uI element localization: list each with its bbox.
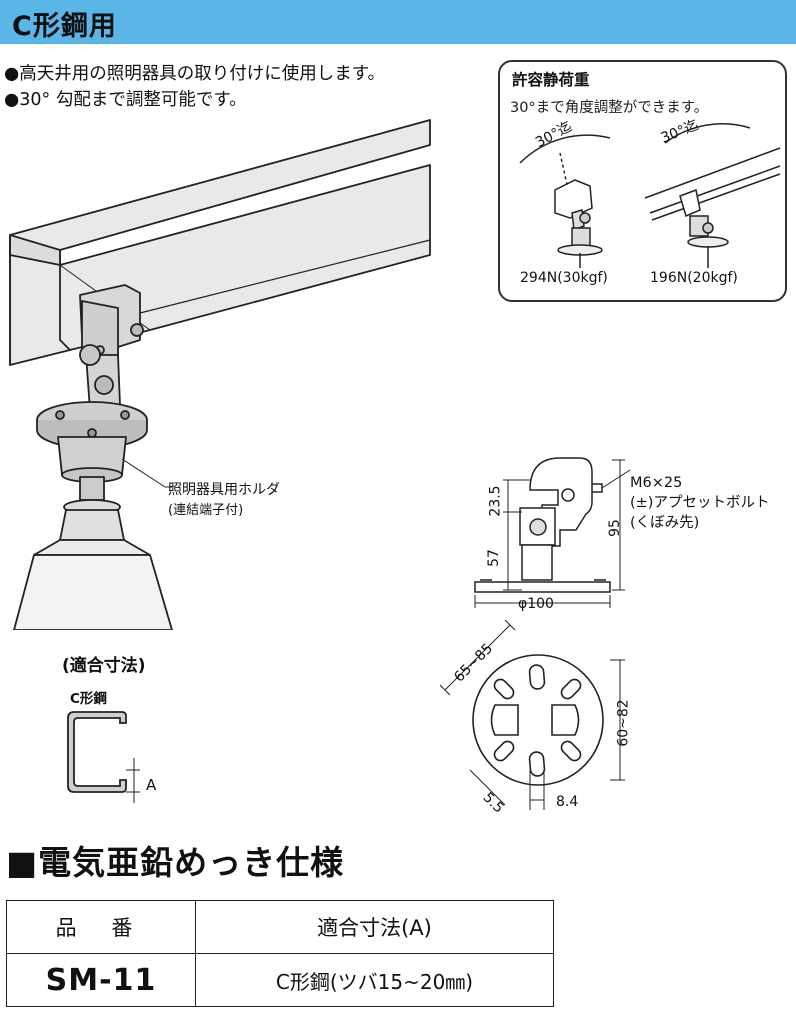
fit-c-channel-label: C形鋼 (70, 691, 107, 707)
load-box-subtitle: 30°まで角度調整ができます。 (510, 100, 709, 116)
load-right: 196N(20kgf) (650, 270, 738, 286)
table-row: 品 番 適合寸法(A) (6, 900, 554, 954)
dim-60-82: 60~82 (615, 699, 632, 747)
spec-table: 品 番 適合寸法(A) SM-11 C形鋼(ツバ15~20㎜) (6, 900, 554, 1007)
load-left: 294N(30kgf) (520, 270, 608, 286)
title-bar (0, 0, 796, 44)
side-dimension-drawing (474, 457, 631, 608)
dim-95: 95 (606, 519, 623, 537)
dim-57: 57 (485, 549, 502, 567)
bullet-angle: ●30° 勾配まで調整可能です。 (4, 90, 247, 110)
dim-8-4: 8.4 (556, 794, 579, 810)
bullet-usage: ●高天井用の照明器具の取り付けに使用します。 (4, 64, 386, 84)
table-row: SM-11 C形鋼(ツバ15~20㎜) (6, 953, 554, 1007)
col-product-number: 品 番 (6, 900, 196, 954)
product-illustration (9, 119, 431, 630)
spec-heading: ■電気亜鉛めっき仕様 (6, 843, 345, 882)
dim-23-5: 23.5 (487, 485, 504, 517)
model-number: SM-11 (6, 953, 196, 1007)
fit-title: (適合寸法) (62, 656, 146, 676)
page-title: C形鋼用 (12, 11, 117, 42)
load-diagram (519, 123, 781, 268)
bolt-label: M6×25 (±)アプセットボルト (くぼみ先) (630, 475, 770, 531)
dim-phi-100: φ100 (518, 596, 554, 612)
base-plate-drawing (439, 620, 625, 810)
load-box-title: 許容静荷重 (512, 71, 590, 89)
c-channel-profile (67, 711, 140, 803)
fit-value: C形鋼(ツバ15~20㎜) (195, 953, 554, 1007)
col-fit-dimension: 適合寸法(A) (195, 900, 554, 954)
fit-a-label: A (146, 776, 157, 794)
holder-label: 照明器具用ホルダ (連結端子付) (168, 482, 280, 518)
